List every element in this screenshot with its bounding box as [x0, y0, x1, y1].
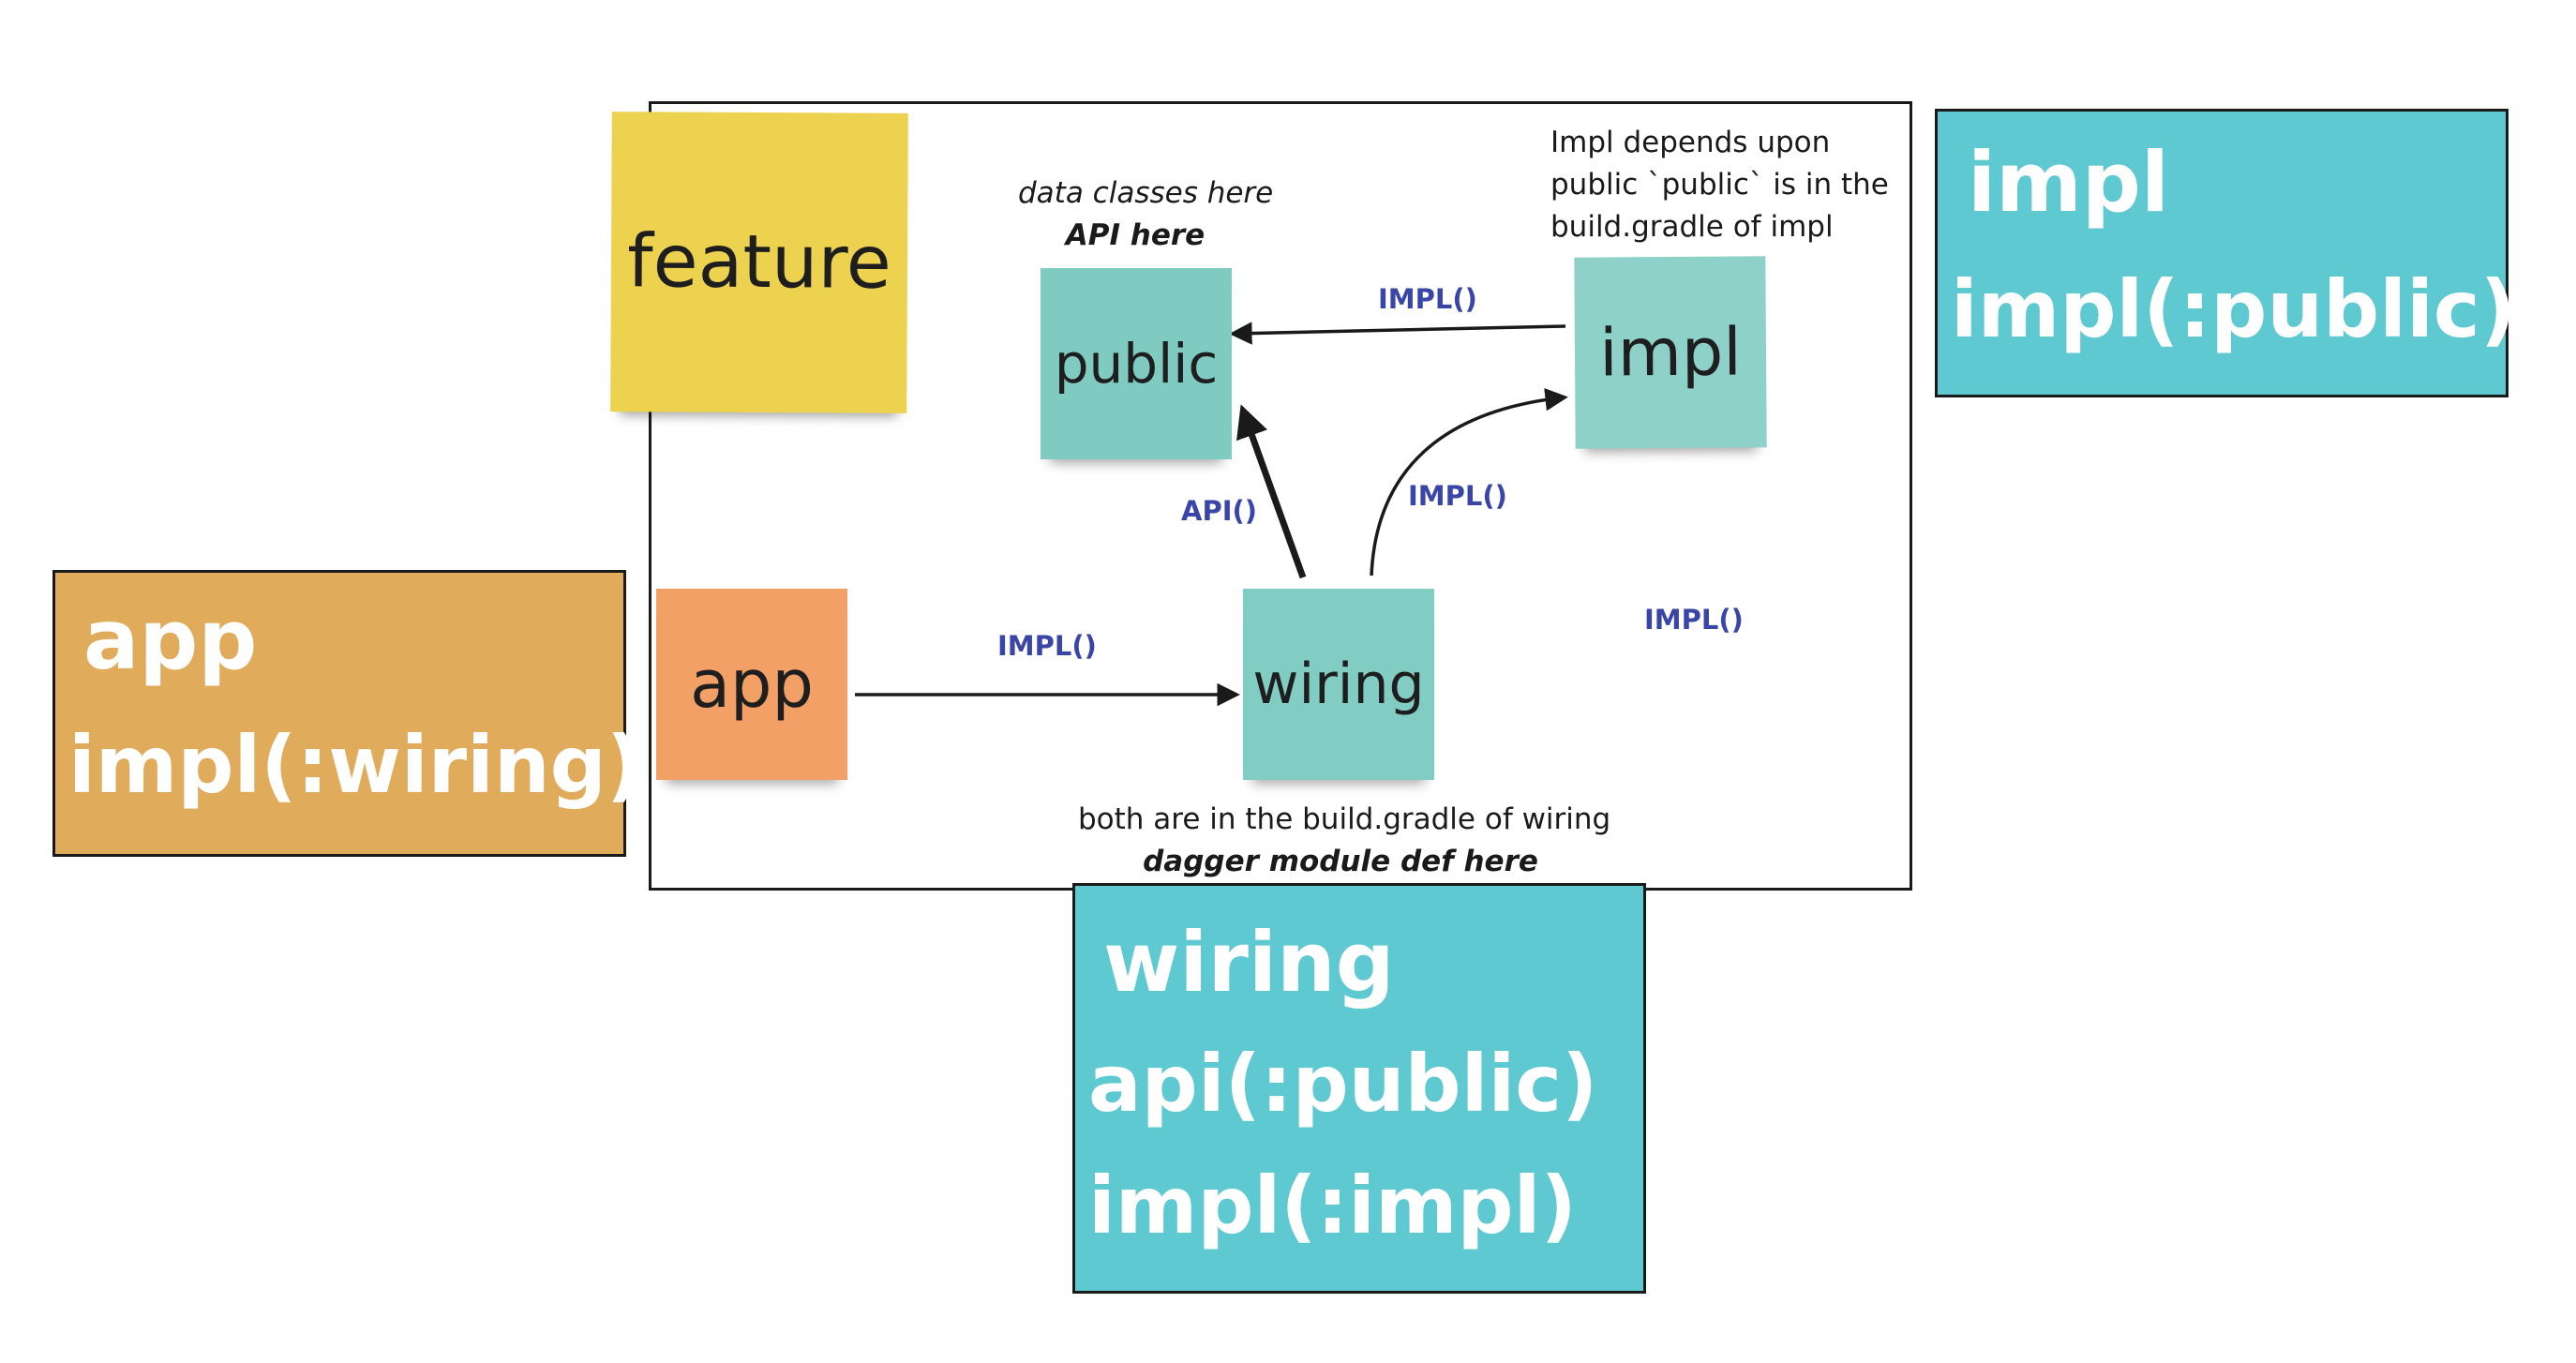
module-box-app-dependency: impl(:wiring) [68, 719, 643, 811]
impl-note-line-3: build.gradle of impl [1550, 210, 1834, 244]
sticky-wiring-label: wiring [1252, 652, 1425, 717]
edge-label-impl-to-public: IMPL() [1378, 283, 1477, 315]
wiring-caption-bold: dagger module def here [1143, 845, 1538, 878]
module-box-impl-dependency: impl(:public) [1951, 263, 2517, 355]
module-box-wiring[interactable]: wiring api(:public) impl(:impl) [1072, 883, 1646, 1294]
sticky-wiring[interactable]: wiring [1243, 589, 1434, 780]
sticky-impl-label: impl [1598, 313, 1743, 392]
edge-label-wiring-to-public: API() [1181, 495, 1257, 527]
edge-wiring-to-impl [1370, 387, 1568, 577]
module-box-app[interactable]: app impl(:wiring) [52, 570, 642, 857]
module-box-wiring-dependency-2: impl(:impl) [1088, 1160, 1577, 1251]
sticky-public-label: public [1054, 332, 1219, 396]
edge-label-floating: IMPL() [1644, 604, 1744, 636]
sticky-public[interactable]: public [1041, 268, 1232, 459]
impl-note-line-2: public `public` is in the [1550, 168, 1889, 202]
public-caption: data classes here API here [1018, 172, 1274, 257]
module-box-impl[interactable]: impl impl(:public) [1935, 109, 2516, 397]
sticky-app[interactable]: app [656, 589, 847, 780]
module-box-app-title: app [83, 592, 258, 688]
public-caption-text: data classes here [1018, 176, 1274, 210]
edge-label-app-to-wiring: IMPL() [997, 630, 1097, 662]
wiring-caption: both are in the build.gradle of wiring d… [1078, 799, 1611, 883]
public-caption-bold: API here [1065, 218, 1206, 252]
module-box-impl-title: impl [1968, 134, 2170, 231]
impl-note-line-1: Impl depends upon [1550, 126, 1831, 159]
module-box-wiring-dependency-1: api(:public) [1088, 1038, 1598, 1130]
sticky-app-label: app [690, 646, 814, 723]
edge-label-wiring-to-impl: IMPL() [1408, 480, 1507, 512]
impl-note: Impl depends upon public `public` is in … [1550, 122, 1889, 248]
wiring-caption-text: both are in the build.gradle of wiring [1078, 802, 1611, 836]
edge-wiring-to-public [1236, 404, 1307, 579]
sticky-impl[interactable]: impl [1574, 256, 1767, 449]
sticky-feature[interactable]: feature [610, 112, 908, 413]
edge-impl-to-public [1229, 322, 1566, 345]
sticky-feature-label: feature [626, 219, 892, 306]
module-box-wiring-title: wiring [1103, 914, 1395, 1011]
